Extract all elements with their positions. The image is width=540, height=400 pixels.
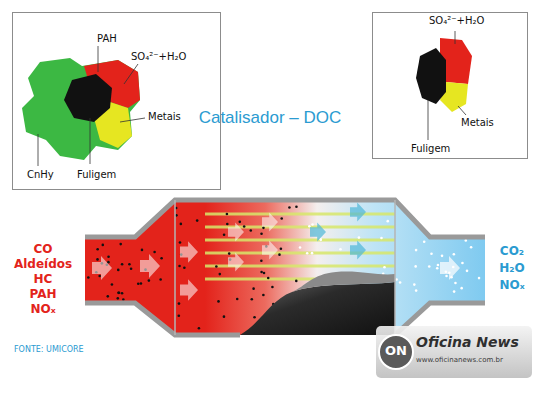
- gas-in: NOₓ: [4, 303, 82, 317]
- watermark: [376, 326, 532, 378]
- watermark-name: Oficina News: [416, 334, 530, 350]
- particle-label: SO₄²⁻+H₂O: [429, 15, 484, 27]
- title: Catalisador – DOC: [0, 108, 540, 128]
- particle-label: Metais: [148, 111, 181, 123]
- inset-panel: PAH SO₄²⁻+H₂O MetaisCnHy Fuligem: [12, 12, 221, 190]
- leader-lines-left: [38, 46, 145, 166]
- gas-in: HC: [4, 273, 82, 287]
- logo-mark: ON: [379, 344, 413, 359]
- particle-label: Fuligem: [411, 143, 450, 155]
- gas-out: H₂O: [488, 262, 536, 276]
- particle-label: PAH: [97, 33, 117, 45]
- source-note: FONTE: UMICORE: [14, 345, 154, 354]
- gas-in: Aldeídos: [4, 258, 82, 272]
- gas-out: CO₂: [488, 245, 536, 259]
- particle-left: [22, 58, 140, 160]
- flow-arrows: [92, 212, 278, 300]
- particle-label: SO₄²⁻+H₂O: [131, 51, 186, 63]
- particle-label: Fuligem: [77, 169, 116, 181]
- particle-right: [416, 38, 472, 112]
- leader-lines-right: [428, 31, 466, 140]
- gas-in: CO: [4, 243, 82, 257]
- particle-label: CnHy: [27, 169, 54, 181]
- particle-label: Metais: [461, 117, 494, 129]
- inset-panel: SO₄²⁻+H₂O MetaisFuligem: [372, 12, 528, 159]
- watermark-url: www.oficinanews.com.br: [416, 356, 530, 364]
- catalytic-converter: [85, 200, 485, 335]
- gas-out: NOₓ: [488, 279, 536, 293]
- gas-in: PAH: [4, 288, 82, 302]
